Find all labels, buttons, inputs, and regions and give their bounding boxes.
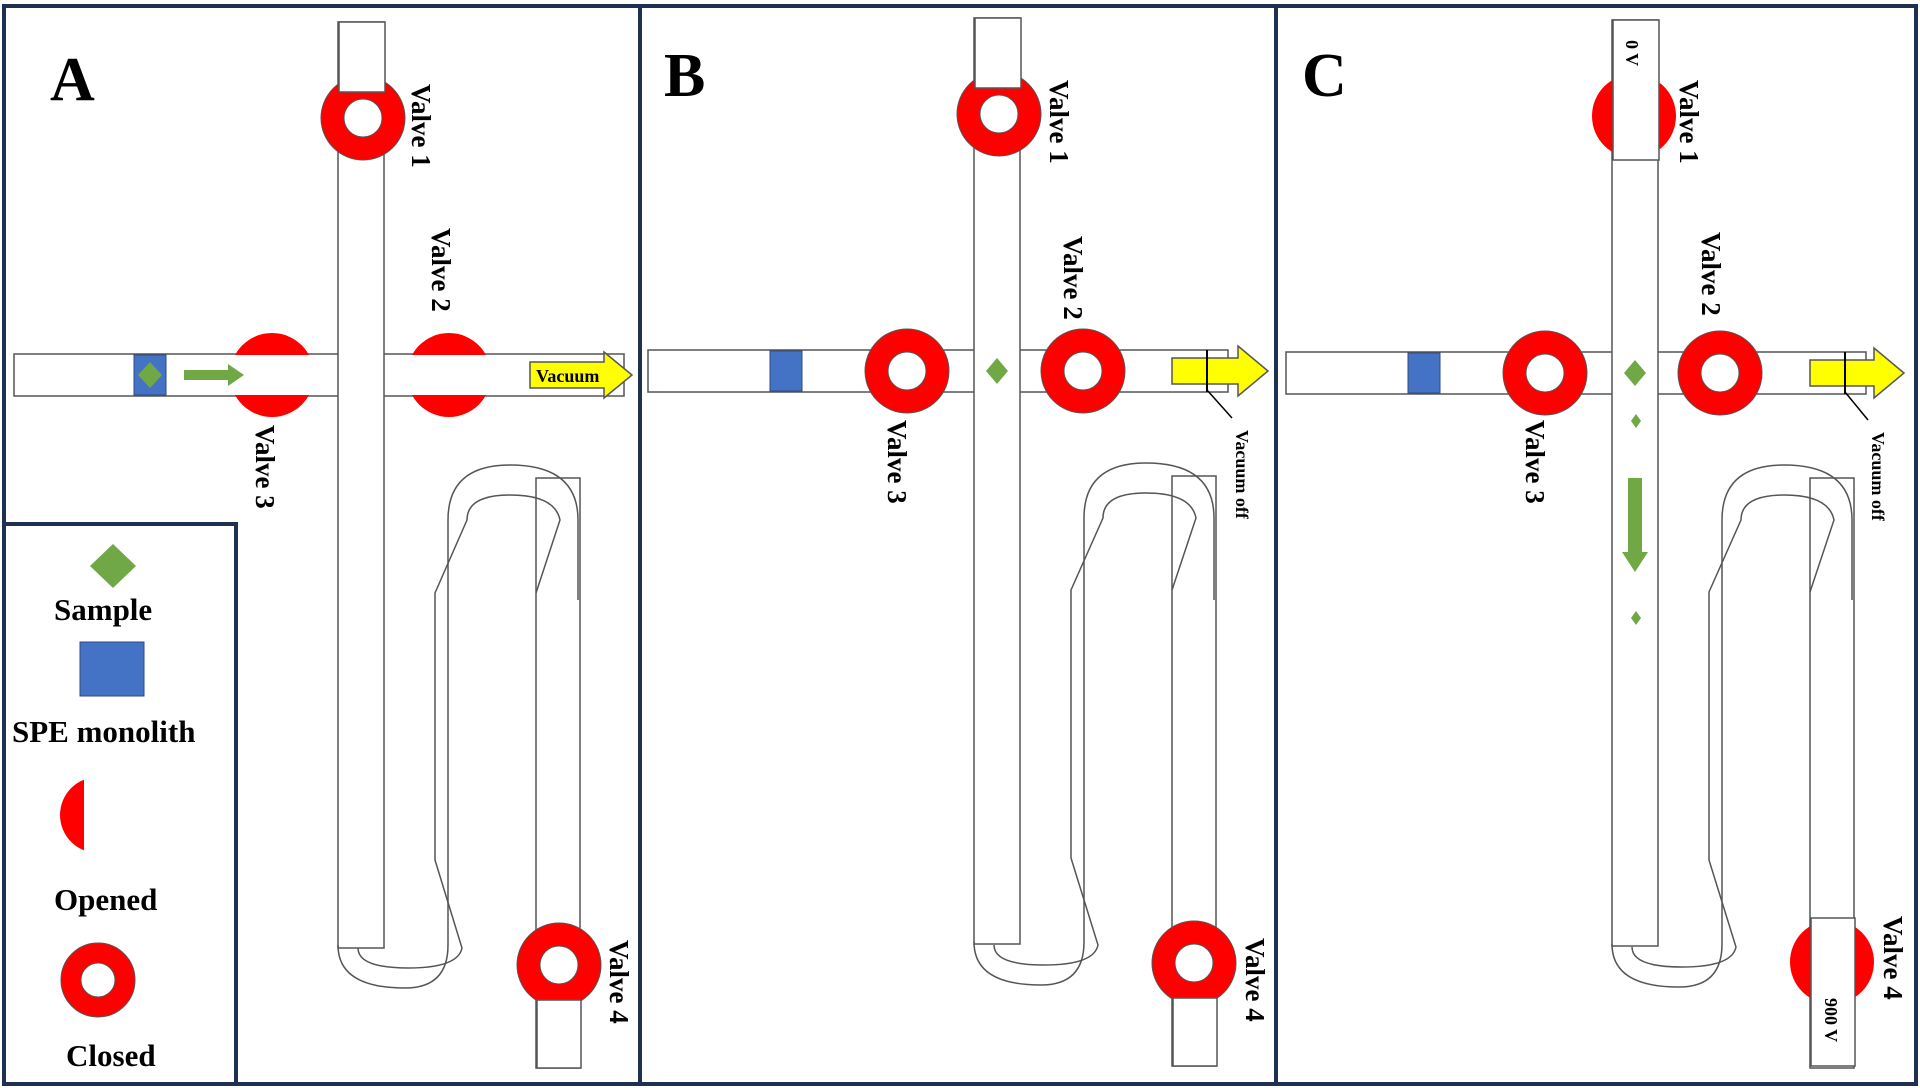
panel-b-letter: B — [664, 42, 705, 110]
sample-diamond — [138, 362, 162, 388]
loop-outer — [337, 464, 579, 989]
vacuum-arrow-shape — [529, 350, 634, 400]
valve-1-label: Valve 1 — [1674, 80, 1704, 164]
valve-3-label: Valve 3 — [250, 425, 280, 509]
valve-2-label: Valve 2 — [1696, 232, 1726, 316]
loop-outer — [1611, 464, 1853, 988]
valve-2: Valve 2 — [1040, 236, 1126, 414]
vacuum-off-arrow: Vacuum off — [1171, 344, 1270, 520]
valve-4-label: Valve 4 — [604, 940, 634, 1024]
valve-4: Valve 4 — [1151, 920, 1270, 1067]
valve-4-label: Valve 4 — [1240, 938, 1270, 1022]
vacuum-pointer-line — [1206, 389, 1233, 419]
valve-1-gap — [1612, 19, 1660, 161]
vacuum-arrow-shape — [1171, 344, 1270, 398]
valve-4-gap — [1810, 917, 1856, 1067]
valve-2: Valve 2 — [406, 228, 492, 417]
valve-1-inlet — [338, 21, 386, 93]
legend-closed-hole — [80, 962, 116, 998]
loop-outer — [973, 462, 1215, 986]
top-voltage-label: 0 V — [1622, 40, 1642, 66]
valve-2: Valve 2 — [1677, 232, 1763, 416]
valve-1: Valve 1 — [320, 21, 436, 168]
loop-inner — [357, 494, 561, 969]
valve-1-label: Valve 1 — [1044, 80, 1074, 164]
legend-spe-icon — [79, 641, 145, 697]
valve-2-label: Valve 2 — [426, 228, 456, 312]
legend-opened-icon — [60, 772, 144, 860]
valve-4-hole — [539, 945, 579, 985]
vertical-channel — [337, 21, 385, 949]
valve-3: Valve 3 — [1502, 330, 1588, 504]
horizontal-channel — [13, 353, 625, 397]
vacuum-off-label: Vacuum off — [1868, 432, 1888, 522]
legend-closed-label: Closed — [66, 1038, 156, 1073]
panel-c-letter: C — [1302, 42, 1347, 110]
valve-1-hole — [979, 94, 1019, 134]
junction — [339, 355, 383, 395]
vacuum-off-label: Vacuum off — [1232, 430, 1252, 520]
panel-a: A Valve 1 Valve 2 Valve 3 — [2, 4, 642, 1086]
vacuum-off-arrow: Vacuum off — [1809, 346, 1906, 522]
valve-4-hole — [1174, 943, 1214, 983]
vertical-channel — [973, 17, 1021, 945]
valve-2-hole — [1700, 353, 1740, 393]
panel-c: C 0 V Valve 1 Valve 2 Valve 3 900 V Valv… — [1274, 4, 1918, 1086]
valve-3-label: Valve 3 — [882, 420, 912, 504]
loop-inner — [1631, 494, 1835, 968]
valve-1: 0 V Valve 1 — [1592, 19, 1704, 164]
sample-fragment — [1631, 414, 1641, 428]
valve-4-outlet — [1172, 997, 1218, 1067]
vacuum-arrow-shape — [1809, 346, 1906, 400]
spe-monolith — [1407, 352, 1441, 394]
valve-3-hole — [1525, 353, 1565, 393]
sample-diamond — [986, 358, 1008, 384]
valve-3: Valve 3 — [229, 333, 315, 509]
bottom-voltage-label: 900 V — [1821, 998, 1841, 1042]
vacuum-pointer-line — [1844, 391, 1869, 421]
valve-3-hole — [887, 351, 927, 391]
panel-a-letter: A — [50, 46, 95, 114]
valve-4-label: Valve 4 — [1878, 916, 1908, 1000]
valve-4-outlet — [536, 999, 582, 1069]
valve-1-hole — [343, 98, 383, 138]
legend-opened-gap — [84, 772, 144, 860]
panel-c-frame — [1274, 4, 1918, 1086]
flow-arrow-down — [1622, 478, 1648, 572]
spe-monolith — [769, 350, 803, 392]
sample-diamond — [1624, 360, 1646, 386]
legend-sample-icon — [90, 544, 136, 588]
valve-3: Valve 3 — [864, 328, 950, 504]
valve-2-hole — [1063, 351, 1103, 391]
valve-4: Valve 4 — [516, 922, 634, 1069]
valve-2-gap — [406, 355, 492, 395]
panel-b: B Valve 1 Valve 2 Valve 3 Valve 4 — [638, 4, 1278, 1086]
legend-opened-label: Opened — [54, 882, 157, 917]
legend-spe-label: SPE monolith — [12, 714, 195, 749]
valve-1-label: Valve 1 — [406, 84, 436, 168]
vacuum-label: Vacuum — [536, 366, 599, 386]
valve-1-inlet — [974, 17, 1022, 89]
valve-4: 900 V Valve 4 — [1790, 916, 1908, 1067]
loop-inner — [993, 492, 1197, 966]
legend-sample-label: Sample — [54, 592, 152, 627]
legend: Sample SPE monolith Opened Closed — [2, 522, 238, 1086]
vacuum-arrow: Vacuum — [529, 350, 634, 400]
flow-arrow — [184, 364, 244, 386]
valve-1: Valve 1 — [956, 17, 1074, 164]
sample-fragment — [1631, 611, 1641, 625]
valve-2-label: Valve 2 — [1058, 236, 1088, 320]
valve-3-label: Valve 3 — [1520, 420, 1550, 504]
